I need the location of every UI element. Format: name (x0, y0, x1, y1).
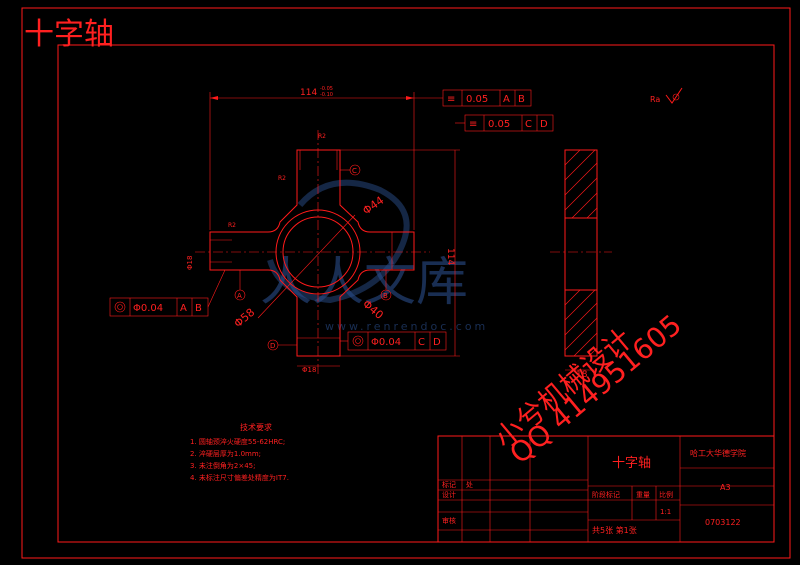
outer-frame (21, 7, 791, 559)
datum-a-label: A (237, 292, 242, 300)
fcf1-value: 0.05 (466, 94, 488, 105)
side-bore (564, 217, 598, 291)
arrow-right (406, 96, 414, 100)
tech-heading: 技术要求 (240, 422, 272, 432)
datum-b-label: B (383, 292, 388, 300)
tb-header-scale: 比例 (659, 490, 673, 499)
fcf1-datum1: A (503, 94, 510, 105)
arrow-left (210, 96, 218, 100)
tb-scale-value: 1:1 (660, 508, 671, 516)
dim-r-small: R2 (228, 222, 236, 229)
coaxiality-icon-2 (352, 335, 364, 347)
cross-outline (209, 149, 415, 357)
side-outline (564, 149, 598, 357)
tb-size: A3 (720, 483, 731, 492)
tb-school: 哈工大华德学院 (690, 448, 746, 458)
tech-item-4: 4. 未标注尺寸偏差处精度为IT7. (190, 473, 289, 482)
roughness-label: Ra (650, 95, 660, 104)
hatch-bottom (564, 289, 598, 357)
drawing-title: 十字轴 (24, 17, 114, 52)
fcf3-value: Φ0.04 (133, 303, 163, 314)
title-block: 标记 处 设计 审核 十字轴 哈工大华德学院 A3 阶段标记 重量 比例 1:1… (437, 435, 775, 543)
watermark-logo-icon (267, 179, 410, 304)
dim-r-left: R2 (278, 175, 286, 182)
symmetry-icon: ≡ (447, 94, 455, 105)
roughness-symbol: Ra (650, 87, 683, 104)
hatch-top (564, 149, 598, 219)
dim-top-tol-low: -0.10 (320, 92, 333, 98)
side-dim-value: 18 (576, 370, 588, 380)
inner-frame (57, 44, 775, 543)
dim-right-value: 114 (445, 248, 455, 265)
dim-shaft-bottom: Φ18 (302, 366, 316, 374)
cross-front-view (195, 130, 430, 375)
dim-r-top: R2 (318, 133, 326, 140)
dim-dia44: Φ44 (360, 194, 386, 218)
fcf2-value: 0.05 (488, 119, 510, 130)
coaxiality-icon (114, 301, 126, 313)
watermark: 人人文库 www.renrendoc.com (260, 179, 488, 333)
fcf-symmetry-cd: ≡ 0.05 C D (455, 114, 554, 132)
tech-item-3: 3. 未注倒角为2×45; (190, 461, 256, 470)
dim-top-tol-up: -0.05 (320, 86, 333, 92)
tb-label-design: 设计 (442, 490, 456, 499)
fcf-symmetry-ab: ≡ 0.05 A B (414, 89, 532, 107)
fcf-coaxial-ab: Φ0.04 A B (109, 269, 226, 317)
tb-frame (437, 435, 775, 543)
tech-requirements: 技术要求 1. 圆轴颈淬火硬度55-62HRC; 2. 淬硬层厚为1.0mm; … (190, 422, 289, 482)
tb-label-place: 处 (466, 480, 473, 489)
fcf-coaxial-cd: Φ0.04 C D (340, 331, 447, 351)
tech-item-1: 1. 圆轴颈淬火硬度55-62HRC; (190, 437, 285, 446)
tb-part-name: 十字轴 (612, 456, 651, 471)
fcf4-datum1: C (418, 337, 425, 348)
fcf3-datum2: B (195, 303, 202, 314)
leader-dia58 (257, 214, 356, 319)
fcf3-leader (207, 269, 226, 308)
datum-d-label: D (270, 342, 275, 350)
datum-c-label: C (352, 167, 357, 175)
dim-dia58: Φ58 (232, 306, 258, 331)
watermark-url: www.renrendoc.com (325, 320, 488, 333)
watermark-site: 人人文库 (260, 253, 468, 313)
tb-drawing-no: 0703122 (705, 518, 741, 527)
fcf3-datum1: A (180, 303, 187, 314)
fcf2-datum1: C (525, 119, 532, 130)
datum-markers: A B C D (234, 164, 392, 351)
side-section-view: 18 (550, 149, 612, 380)
tb-header-stage: 阶段标记 (592, 490, 620, 499)
tb-header-weight: 重量 (636, 491, 650, 499)
dim-shaft-left: Φ18 (186, 256, 194, 270)
tech-item-2: 2. 淬硬层厚为1.0mm; (190, 449, 261, 458)
fcf4-value: Φ0.04 (371, 337, 401, 348)
watermark-qq: QQ 414951605 (503, 308, 688, 470)
fcf2-datum2: D (540, 119, 548, 130)
tb-label-review: 审核 (442, 516, 456, 525)
symmetry-icon-2: ≡ (469, 119, 477, 130)
fcf1-datum2: B (518, 94, 525, 105)
tb-sheet-info: 共5张 第1张 (592, 525, 637, 535)
tb-label-mark: 标记 (442, 480, 456, 489)
dim-top-value: 114 (300, 88, 317, 98)
roughness-check-icon (665, 87, 683, 104)
fcf4-datum2: D (433, 337, 441, 348)
